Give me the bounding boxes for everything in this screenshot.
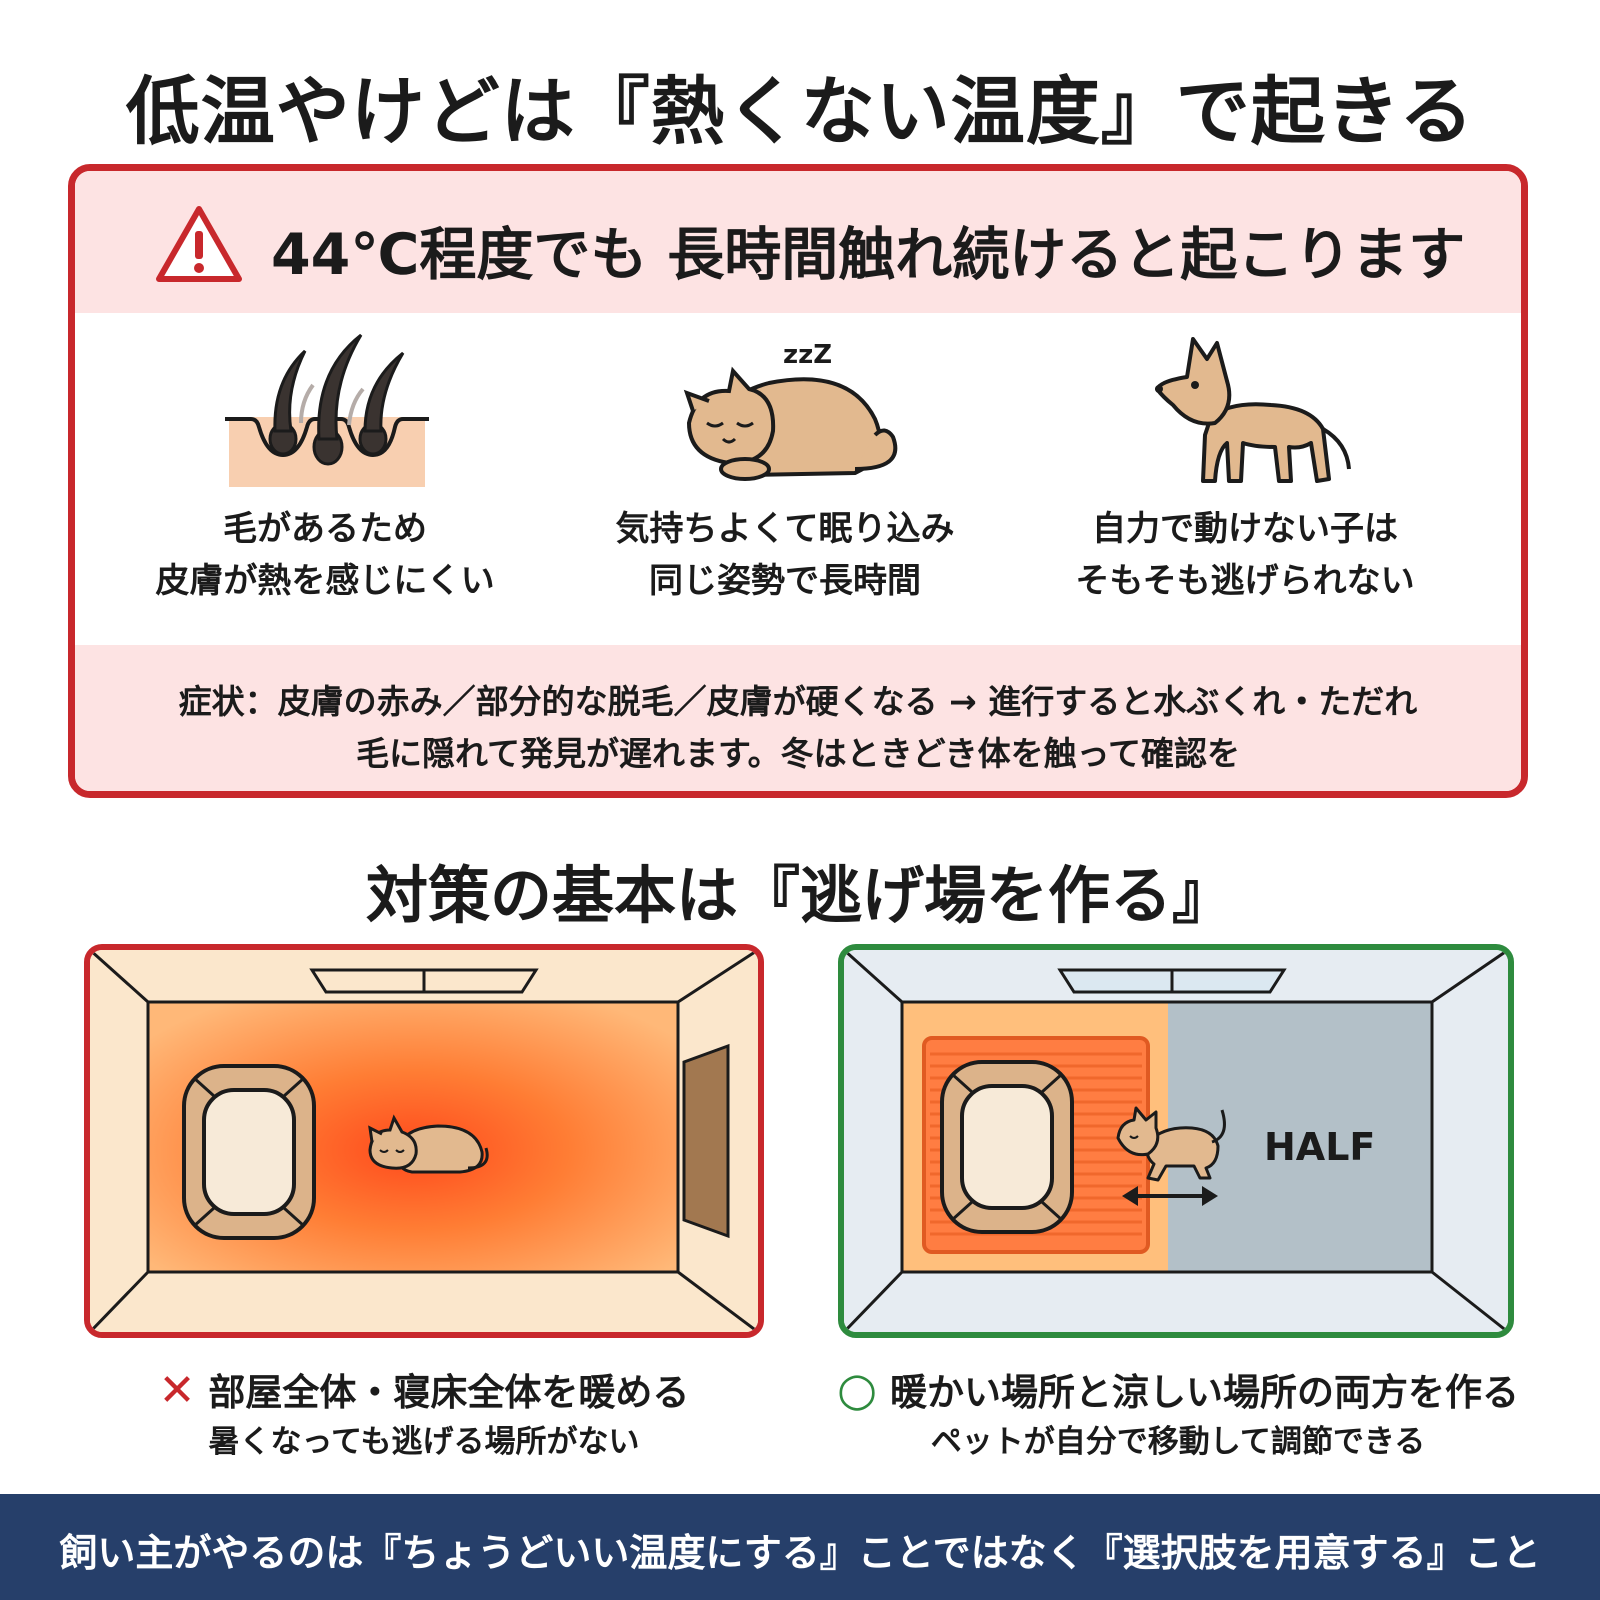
symptom-strip: 症状：皮膚の赤み／部分的な脱毛／皮膚が硬くなる → 進行すると水ぶくれ・ただれ … [75,645,1521,791]
good-caption-line2: ペットが自分で移動して調節できる [930,1424,1426,1460]
good-caption-text: 暖かい場所と涼しい場所の両方を作る [890,1371,1520,1414]
cause-fur: 毛があるため 皮膚が熱を感じにくい [95,503,555,607]
moving-cat-icon [1116,1106,1226,1182]
sub-title: 対策の基本は『逃げ場を作る』 [365,859,1234,932]
half-label: HALF [1264,1125,1375,1169]
cause-sleep: 気持ちよくて眠り込み 同じ姿勢で長時間 [555,503,1015,607]
cause-fur-line1: 毛があるため [223,509,427,549]
circle-mark-icon: ○ [836,1362,878,1416]
warning-header-text: 44℃程度でも 長時間触れ続けると起こります [271,222,1466,288]
cause-sleep-line1: 気持ちよくて眠り込み [615,509,955,549]
good-caption-line1: ○ 暖かい場所と涼しい場所の両方を作る [808,1362,1548,1416]
warning-panel: 44℃程度でも 長時間触れ続けると起こります 毛があるため 皮膚が熱を感じにくい… [68,164,1528,798]
bad-caption-line1: ✕ 部屋全体・寝床全体を暖める [54,1362,794,1416]
footer-banner: 飼い主がやるのは『ちょうどいい温度にする』ことではなく『選択肢を用意する』こと [0,1494,1600,1600]
sleeping-cat-small-icon [368,1114,489,1174]
cause-cant-move: 自力で動けない子は そもそも逃げられない [1015,503,1475,607]
symptoms-line2: 毛に隠れて発見が遅れます。冬はときどき体を触って確認を [355,734,1241,773]
bad-caption-text: 部屋全体・寝床全体を暖める [208,1371,690,1414]
main-title: 低温やけどは『熱くない温度』で起きる [125,69,1475,155]
cause-sleep-line2: 同じ姿勢で長時間 [649,561,921,601]
symptoms-line1: 症状：皮膚の赤み／部分的な脱毛／皮膚が硬くなる → 進行すると水ぶくれ・ただれ [178,682,1418,721]
cross-mark-icon: ✕ [158,1365,196,1416]
dog-icon [1155,337,1351,483]
warning-triangle-icon [156,206,242,282]
sleeping-cat-icon: zzZ [683,340,898,481]
room-half-heated-illustration: HALF [838,944,1514,1338]
move-arrow-icon [1122,1186,1218,1206]
footer-text: 飼い主がやるのは『ちょうどいい温度にする』ことではなく『選択肢を用意する』こと [59,1531,1541,1575]
bad-caption-line2: 暑くなっても逃げる場所がない [208,1424,640,1460]
cause-fur-line2: 皮膚が熱を感じにくい [155,561,495,601]
cause-cant-move-line2: そもそも逃げられない [1075,561,1415,601]
cause-cant-move-line1: 自力で動けない子は [1092,509,1398,549]
hair-skin-icon [225,333,429,487]
sleep-z-text: zzZ [783,340,832,370]
warning-header: 44℃程度でも 長時間触れ続けると起こります [75,171,1521,313]
room-whole-heated-illustration [84,944,764,1338]
